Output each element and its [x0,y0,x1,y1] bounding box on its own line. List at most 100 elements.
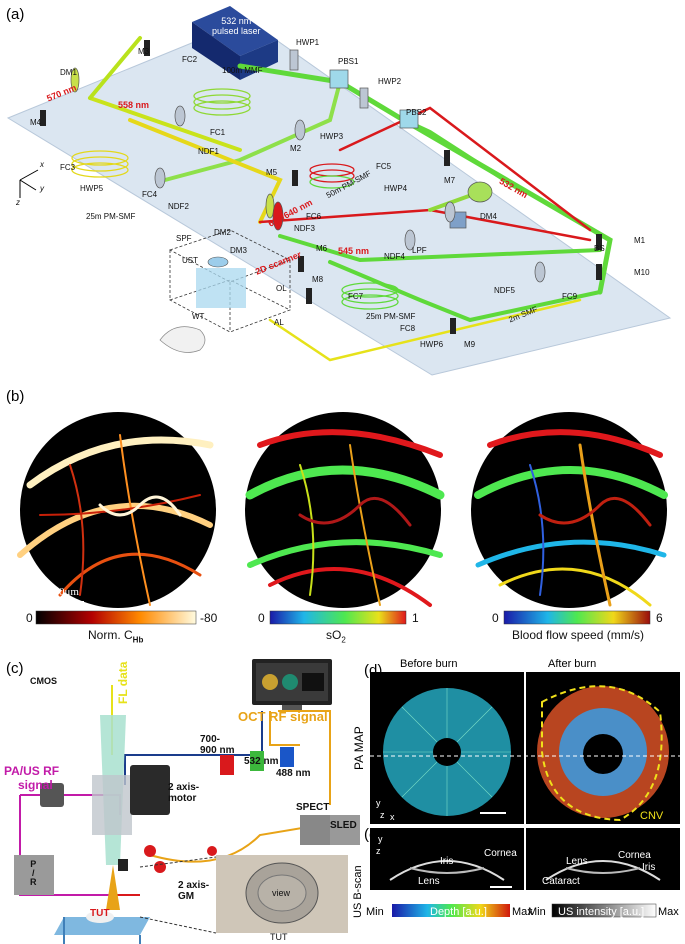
scale-bar [44,601,84,603]
colorbar-hb [35,610,197,625]
d-axis-y: y [376,798,381,808]
fl-data-label: FL data [116,661,130,704]
cornea-label-2: Cornea [618,850,651,861]
m8-label: M8 [312,275,324,284]
cbar2-max: 1 [412,611,419,625]
spf-label: SPF [176,234,192,243]
after-burn-label: After burn [548,658,597,670]
axis-y-label: y [40,184,44,193]
hwp3-label: HWP3 [320,132,344,141]
laser-front [192,22,240,80]
spect-label: SPECT [296,802,330,813]
hwp1-label: HWP1 [296,38,320,47]
cmos-label: CMOS [30,676,57,686]
cbar1-min: 0 [26,611,33,625]
d-axis-z: z [380,810,385,820]
ndf1-label: NDF1 [198,147,219,156]
fc4-label: FC4 [142,190,158,199]
axis-z-label: z [16,198,20,207]
pbs1-label: PBS1 [338,57,359,66]
motor-label: 2 axis- motor [168,782,200,804]
m2-label: M2 [290,144,302,153]
laser-top [192,6,278,56]
colorbar-depth [392,904,510,917]
iris-label-2: Iris [642,862,656,873]
dm3-label: DM3 [230,246,247,255]
cbar3-label: Blood flow speed (mm/s) [512,628,645,642]
fc6-label: FC6 [306,212,322,221]
hwp6-label: HWP6 [420,340,444,349]
depth-label: Depth [a.u.] [430,906,487,918]
m10-label: M10 [634,268,650,277]
us-max: Max [658,906,679,918]
multimodal-system-diagram [14,659,360,944]
scale-bar-label: 300μm [48,586,79,598]
colorbar-us [551,903,657,918]
signal-label: signal [18,778,53,792]
nm488-label: 488 nm [276,768,311,779]
fc1-label: FC1 [210,128,226,137]
cbar2-min: 0 [258,611,265,625]
colorbar-so2 [269,610,407,625]
nm532c-label: 532 nm [244,756,279,767]
hwp2-label: HWP2 [378,77,402,86]
hwp5-label: HWP5 [80,184,104,193]
m5-label: M5 [266,168,278,177]
cnv-label: CNV [640,810,664,822]
al-label: AL [274,318,284,327]
smf25a-label: 25m PM-SMF [86,212,136,221]
fc3-label: FC3 [60,163,76,172]
m1-label: M1 [634,236,646,245]
tut-label: TUT [90,908,110,919]
depth-max: Max [512,906,533,918]
pr-label: P / R [30,859,37,887]
window-label: view [272,888,291,898]
cbar1-label: Norm. CHb [88,628,144,645]
fc5-label: FC5 [376,162,392,171]
us-min: Min [528,906,546,918]
bscan-before [370,828,524,890]
cbar3-max: 6 [656,611,663,625]
e-axis-y: y [378,834,383,844]
depth-min: Min [366,906,384,918]
tut-inset-label: TUT [270,932,288,942]
smf25b-label: 25m PM-SMF [366,312,416,321]
m4-label: M4 [30,118,42,127]
cornea-label-1: Cornea [484,848,517,859]
lens-label-1: Lens [418,876,440,887]
pa-map-ylabel: PA MAP [352,726,366,770]
fc8-label: FC8 [400,324,416,333]
dm1-label: DM1 [60,68,77,77]
pa-us-rf-label: PA/US RF [4,764,60,778]
bs-label: BS [594,244,605,253]
lpf-label: LPF [412,246,427,255]
ndf2-label: NDF2 [168,202,189,211]
ndf5-label: NDF5 [494,286,515,295]
dm2-label: DM2 [214,228,231,237]
m9-label: M9 [464,340,476,349]
wt-label: WT [192,312,205,321]
sled-label: SLED [330,820,357,831]
us-label: US intensity [a.u.] [558,906,645,918]
cbar3-min: 0 [492,611,499,625]
dm4-label: DM4 [480,212,497,221]
ust-label: UST [182,256,198,265]
cataract-label: Cataract [542,876,580,887]
panel-e-label: (e) [364,826,383,843]
flow-map [471,412,667,608]
nm545-label: 545 nm [338,246,370,256]
iris-label-1: Iris [440,856,454,867]
ol-label: OL [276,284,287,293]
vascular-images [17,412,668,625]
axis-x-label: x [40,160,44,169]
m6-label: M6 [316,244,328,253]
eye-images [370,672,680,918]
us-bscan-ylabel: US B-scan [352,865,364,918]
optical-table [6,19,672,376]
laser-label: 532 nm pulsed laser [212,16,261,36]
before-burn-label: Before burn [400,658,458,670]
panel-c-label: (c) [6,660,24,677]
so2-map [245,412,441,608]
m7-label: M7 [444,176,456,185]
pbs2-label: PBS2 [406,108,427,117]
